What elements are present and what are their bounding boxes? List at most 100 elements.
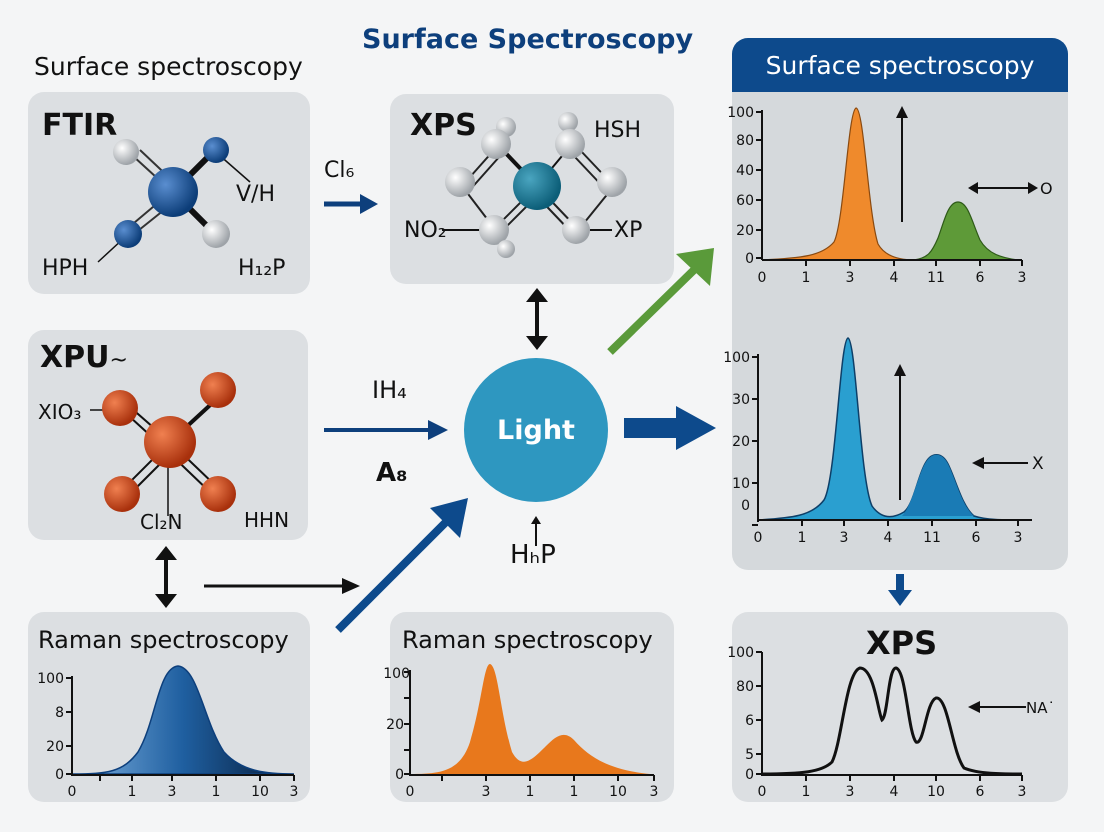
x-tick: 3: [1018, 270, 1027, 286]
x-tick: 10: [609, 784, 627, 800]
xps-label-no2: NO₂: [404, 218, 447, 243]
x-tick: 1: [526, 784, 535, 800]
x-tick: 1: [798, 530, 807, 546]
x-tick: 0: [754, 530, 763, 546]
xpu-molecule-icon: [90, 372, 236, 516]
chart2-annotation: X: [1032, 454, 1044, 474]
x-tick: 3: [290, 784, 299, 800]
xpu-title-glyph: ~: [109, 348, 128, 373]
x-tick: 0: [758, 784, 767, 800]
hhp-label: HₕP: [510, 540, 556, 570]
y-tick: 80: [736, 133, 754, 149]
xps-bottom-annotation: NA˙: [1026, 699, 1055, 717]
x-tick: 0: [406, 784, 415, 800]
x-tick: 3: [1018, 784, 1027, 800]
x-tick: 3: [846, 270, 855, 286]
x-tick: 6: [972, 530, 981, 546]
xps-top-title: XPS: [410, 108, 477, 143]
y-tick: 100: [723, 350, 750, 366]
xpu-label-hhn: HHN: [244, 508, 290, 532]
x-tick: 3: [1014, 530, 1023, 546]
y-tick: 20: [732, 434, 750, 450]
y-tick: 0: [741, 498, 750, 514]
x-tick: 1: [212, 784, 221, 800]
left-header-title: Surface spectroscopy: [34, 52, 303, 81]
xpu-label-xio3: XIO₃: [38, 400, 82, 424]
double-arrow-vertical-icon: [526, 288, 548, 350]
xps-bottom-title: XPS: [866, 624, 938, 662]
x-tick: 3: [650, 784, 659, 800]
arrow-down-icon: [888, 574, 912, 606]
y-tick: 30: [732, 392, 750, 408]
arrow-up-small-icon: [531, 516, 541, 546]
ftir-label-hph: HPH: [42, 256, 89, 281]
y-tick: 100: [727, 105, 754, 121]
a8-label: A₈: [376, 458, 408, 488]
y-tick: 100: [383, 666, 410, 682]
y-tick: 8: [55, 705, 64, 721]
arrow-right-icon: [324, 194, 378, 214]
right-panel-header: Surface spectroscopy: [732, 38, 1068, 92]
xps-label-hsh: HSH: [594, 118, 642, 143]
y-tick: 40: [736, 163, 754, 179]
y-tick: 6: [745, 713, 754, 729]
raman-left-title: Raman spectroscopy: [38, 626, 289, 654]
x-tick: 11: [927, 270, 945, 286]
cl-label: Cl₆: [324, 158, 355, 183]
x-tick: 1: [570, 784, 579, 800]
y-tick: 60: [736, 193, 754, 209]
big-arrow-right-icon: [624, 406, 716, 450]
raman-mid-title: Raman spectroscopy: [402, 626, 653, 654]
y-tick: 20: [386, 717, 404, 733]
center-header-title: Surface Spectroscopy: [362, 24, 694, 55]
y-tick: 0: [55, 767, 64, 783]
x-tick: 10: [251, 784, 269, 800]
xpu-title-text: XPU: [40, 340, 110, 375]
x-tick: 0: [68, 784, 77, 800]
light-node-label: Light: [497, 414, 575, 446]
ftir-label-vh: V/H: [236, 182, 276, 207]
x-tick: 1: [128, 784, 137, 800]
right-panel-title: Surface spectroscopy: [765, 50, 1035, 80]
diagonal-arrow-icon: [335, 498, 468, 633]
x-tick: 10: [927, 784, 945, 800]
ftir-molecule-icon: [97, 137, 251, 263]
x-tick: 3: [482, 784, 491, 800]
chart1-annotation: O: [1040, 179, 1053, 198]
ftir-title: FTIR: [42, 108, 118, 143]
y-tick: 10: [732, 476, 750, 492]
y-tick: 5: [745, 747, 754, 763]
x-tick: 3: [840, 530, 849, 546]
x-tick: 4: [890, 270, 899, 286]
x-tick: 4: [884, 530, 893, 546]
xps-molecule-icon: [442, 112, 627, 258]
x-tick: 0: [758, 270, 767, 286]
xps-label-xp: XP: [614, 218, 643, 243]
green-arrow-icon: [607, 248, 714, 355]
arrow-right-icon: [324, 420, 448, 440]
y-tick: 20: [46, 739, 64, 755]
y-tick: 0: [745, 767, 754, 783]
y-tick: 100: [37, 671, 64, 687]
light-node[interactable]: Light: [464, 358, 608, 502]
double-arrow-vertical-icon: [155, 546, 177, 608]
ftir-label-h12p: H₁₂P: [238, 256, 286, 281]
xps-bottom-chart: 100 80 6 5 0 0 1 3 4 10 6 3 NA˙: [727, 645, 1055, 800]
raman-left-chart: 100 8 20 0 0 1 3 1 10 3: [37, 665, 299, 800]
right-chart-top: 100 80 40 60 20 0 0 1 3 4 11 6 3 O: [727, 105, 1053, 286]
x-tick: 1: [802, 784, 811, 800]
ih4-label: IH₄: [372, 376, 407, 404]
x-tick: 6: [976, 270, 985, 286]
right-chart-middle: 100 30 20 10 0 0 1 3 4 11 6 3 X: [723, 337, 1044, 546]
xpu-title: XPU~: [40, 340, 128, 375]
x-tick: 6: [976, 784, 985, 800]
x-tick: 4: [890, 784, 899, 800]
y-tick: 0: [745, 251, 754, 267]
y-tick: 20: [736, 223, 754, 239]
x-tick: 1: [802, 270, 811, 286]
arrow-right-icon: [204, 578, 360, 594]
x-tick: 3: [168, 784, 177, 800]
y-tick: 100: [727, 645, 754, 661]
xpu-label-cl2n: Cl₂N: [140, 510, 183, 534]
x-tick: 11: [923, 530, 941, 546]
